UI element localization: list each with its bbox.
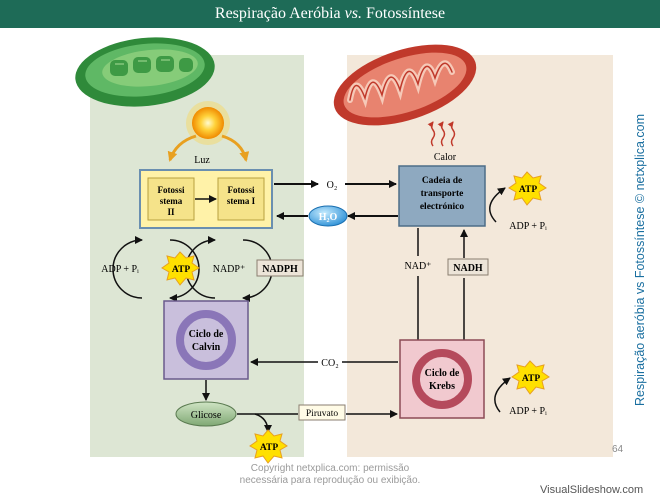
- atp-glycolysis-label: ATP: [260, 443, 278, 453]
- etc-label-line3: electrónico: [420, 202, 465, 212]
- slide-title-bar: Respiração Aeróbia vs. Fotossíntese: [0, 0, 660, 28]
- chloroplast-illustration: [75, 37, 215, 107]
- etc-label-line2: transporte: [421, 189, 464, 199]
- light-arrow-left: [167, 134, 197, 162]
- atp-cycle-left-arc: [112, 236, 143, 299]
- pyruvate-label: Piruvato: [306, 409, 338, 419]
- adp-pi-light-label: ADP + Pᵢ: [101, 264, 139, 275]
- glucose-ellipse: [175, 401, 237, 427]
- slide-title-part1: Respiração Aeróbia: [214, 5, 345, 22]
- light-label: Luz: [194, 155, 210, 166]
- watermark: VisualSlideshow.com: [540, 484, 644, 496]
- sun-icon: [186, 101, 230, 145]
- mitochondrion-illustration: [333, 44, 477, 126]
- atp-etc-arrow: [489, 187, 506, 223]
- calvin-label-line1: Ciclo de: [189, 329, 224, 340]
- adp-pi-krebs-label: ADP + Pᵢ: [509, 406, 547, 417]
- h2o-label: H₂O: [319, 212, 338, 223]
- page-number: 64: [612, 444, 624, 455]
- nadph-tag: [256, 259, 304, 277]
- adp-pi-etc-label: ADP + Pᵢ: [509, 221, 547, 232]
- photosystem-i-box: [217, 177, 265, 221]
- ps2-label-line3: II: [167, 207, 175, 217]
- side-caption-container: Respiração aeróbia vs Fotossíntese © net…: [620, 90, 660, 430]
- photosystem-ii-box: [147, 177, 195, 221]
- slide-title-vs: vs.: [344, 5, 362, 22]
- slide-title-part2: Fotossíntese: [361, 5, 446, 22]
- atp-krebs-label: ATP: [522, 374, 540, 384]
- o2-label: O₂: [327, 180, 338, 191]
- krebs-label-line2: Krebs: [429, 381, 455, 392]
- heat-label: Calor: [434, 152, 457, 163]
- ps2-label-line1: Fotossi: [158, 185, 185, 195]
- copyright-notice: Copyright netxplica.com: permissão neces…: [220, 463, 440, 487]
- atp-burst-glycolysis: [249, 429, 288, 464]
- co2-label: CO₂: [321, 358, 338, 369]
- atp-cycle-right-arc: [169, 239, 200, 302]
- etc-label-line1: Cadeia de: [422, 176, 462, 186]
- electron-transport-chain-box: [398, 165, 486, 227]
- side-caption: Respiração aeróbia vs Fotossíntese © net…: [633, 114, 647, 406]
- nadph-label: NADPH: [262, 264, 298, 275]
- nad-label: NAD⁺: [405, 261, 432, 272]
- glucose-label: Glicose: [191, 410, 222, 421]
- ps1-label-line2: stema I: [227, 196, 256, 206]
- ps1-label-line1: Fotossi: [228, 185, 255, 195]
- nadp-label: NADP⁺: [213, 264, 246, 275]
- heat-arrows-icon: [427, 121, 456, 147]
- water-droplet-icon: [308, 205, 348, 227]
- pyruvate-tag: [298, 404, 346, 421]
- copyright-line1: Copyright netxplica.com: permissão: [250, 463, 410, 474]
- atp-burst-etc: [508, 171, 547, 206]
- krebs-label-line1: Ciclo de: [425, 368, 460, 379]
- light-arrow-right: [221, 134, 250, 162]
- atp-burst-krebs: [511, 360, 550, 395]
- krebs-cycle-ring: [412, 349, 472, 409]
- atp-krebs-arrow: [494, 377, 511, 413]
- calvin-cycle-ring: [176, 310, 236, 370]
- atp-burst-light: [161, 251, 200, 286]
- nadh-label: NADH: [453, 263, 483, 274]
- copyright-line2: necessária para reprodução ou exibição.: [239, 475, 421, 486]
- ps2-label-line2: stema: [160, 196, 183, 206]
- atp-etc-label: ATP: [519, 185, 537, 195]
- nadh-tag: [447, 258, 489, 276]
- calvin-label-line2: Calvin: [192, 342, 221, 353]
- atp-light-label: ATP: [172, 265, 190, 275]
